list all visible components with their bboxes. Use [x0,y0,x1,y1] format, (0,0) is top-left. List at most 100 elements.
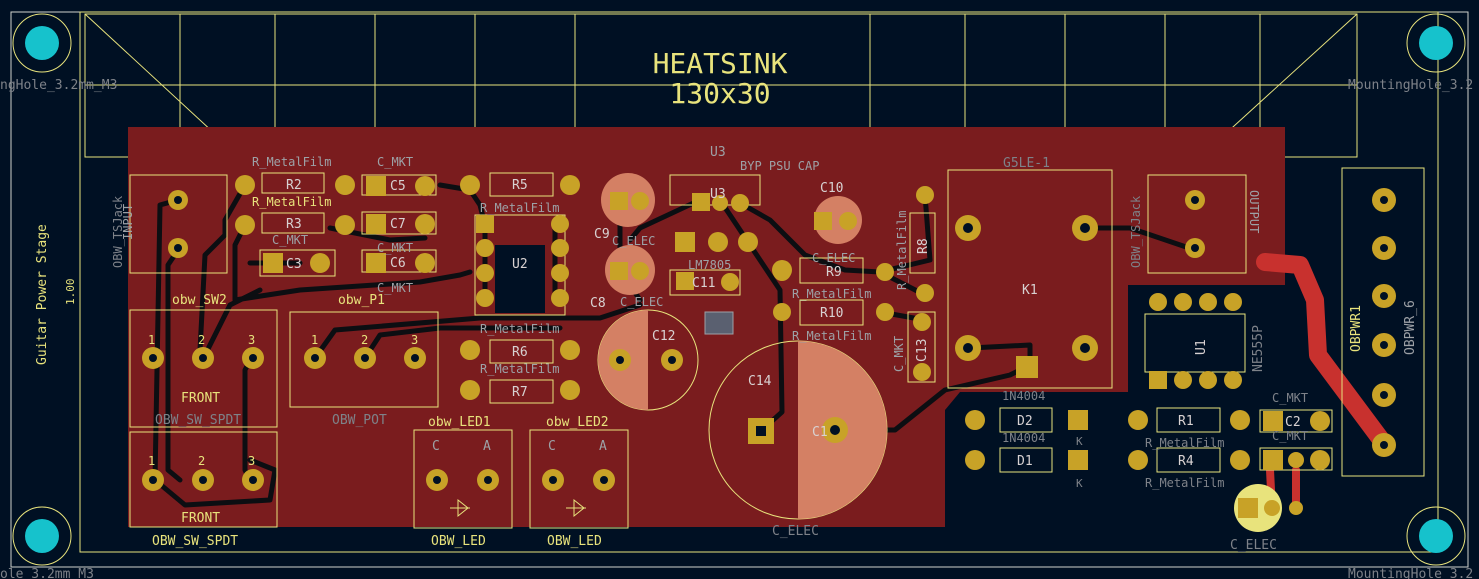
value-c5: C_MKT [377,155,413,169]
ref-d2: D2 [1017,414,1033,429]
value-r7: R_MetalFilm [480,362,559,376]
c8-body [605,245,655,295]
via-square [704,311,734,335]
value-r9: R_MetalFilm [792,287,871,301]
ref-d1: D1 [1017,454,1033,469]
sw1-pin2: 2 [198,454,205,468]
value-led1: OBW_LED [431,534,486,549]
sw1-front-label: FRONT [181,511,220,526]
sw2-pin1: 1 [148,333,155,347]
mh-label-tr: MountingHole_3.2 [1348,78,1473,93]
ref-c13: C13 [915,339,930,362]
value-c14: C_ELEC [772,524,819,539]
ref-c5: C5 [390,179,406,194]
label-output: OUTPUT [1247,190,1261,233]
value-c10: C_ELEC [812,251,855,265]
ref-obw-p1: obw_P1 [338,293,385,308]
mh-label-tl: ngHole_3.2mm_M3 [0,78,117,93]
led2-pin-a: A [599,439,607,454]
value-c11-back: BYP PSU CAP [740,159,819,173]
pot-pin3: 3 [411,333,418,347]
value-c6: C_MKT [377,241,413,255]
value-r4: R_MetalFilm [1145,476,1224,490]
sw2-pin2: 2 [198,333,205,347]
ref-k1: K1 [1022,283,1038,298]
d1-pin-k: K [1076,477,1083,490]
value-pot: OBW_POT [332,413,387,428]
ref-obw-led2: obw_LED2 [546,415,609,430]
ref-c2: C2 [1285,415,1301,430]
heatsink-title: HEATSINK [653,47,788,80]
value-c9: C_ELEC [612,234,655,248]
ref-obw-sw2: obw_SW2 [172,293,227,308]
ref-c12: C12 [652,329,675,344]
ref-r8: R8 [916,238,931,254]
value-output-jack: OBW_TSJack [1129,195,1143,268]
value-r10: R_MetalFilm [792,329,871,343]
pads [142,175,1396,518]
ref-c6: C6 [390,256,406,271]
value-r1: R_MetalFilm [1145,436,1224,450]
ref-r1: R1 [1178,414,1194,429]
value-u1: NE555P [1251,325,1266,372]
value-r6: R_MetalFilm [480,322,559,336]
value-u3: LM7805 [688,258,731,272]
side-version: 1.00 [64,279,77,306]
ref-r9: R9 [826,265,842,280]
ref-c14: C14 [748,374,772,389]
ref-r7: R7 [512,385,528,400]
ref-c8: C8 [590,296,606,311]
ref-r5: R5 [512,178,528,193]
led1-pin-c: C [432,439,440,454]
value-sw1: OBW_SW_SPDT [152,534,238,549]
mh-label-bl: ole_3.2mm_M3 [0,567,94,579]
value-r3: R_MetalFilm [252,195,331,209]
ref-obw-led1: obw_LED1 [428,415,491,430]
mh-label-br: MountingHole_3.2 [1348,567,1473,579]
d2-pin-k: K [1076,435,1083,448]
ref-u2: U2 [512,257,528,272]
u1-outline [1144,313,1246,373]
value-led2: OBW_LED [547,534,602,549]
ref-u1: U1 [1194,339,1209,355]
label-input: INPUT [121,204,135,240]
ref-u3-fab: U3 [710,145,726,160]
pot-pin2: 2 [361,333,368,347]
u2-body [495,245,545,313]
courtyard-outline [79,11,1439,553]
c10-body [814,196,862,244]
ref-r10: R10 [820,306,843,321]
ref-r2: R2 [286,178,302,193]
sw2-pin3: 3 [248,333,255,347]
value-c6b: C_MKT [377,281,413,295]
value-c8: C_ELEC [620,295,663,309]
ref-c11: C11 [692,276,715,291]
heatsink-size: 130x30 [669,77,770,110]
value-c4: C_MKT [1272,429,1308,443]
value-obpwr1: OBPWR_6 [1403,300,1418,355]
sw1-pin3: 3 [248,454,255,468]
tracks [152,182,1198,508]
value-r2: R_MetalFilm [252,155,331,169]
ref-r6: R6 [512,345,528,360]
ref-u3: U3 [710,187,726,202]
value-input-jack: OBW_TSJack [111,195,125,268]
ref-r3: R3 [286,217,302,232]
side-title: Guitar Power Stage [35,224,50,365]
ref-obpwr1: OBPWR1 [1349,305,1364,352]
led1-pin-a: A [483,439,491,454]
ref-c10: C10 [820,181,843,196]
led2-pin-c: C [548,439,556,454]
value-d2: 1N4004 [1002,389,1045,403]
sw2-front-label: FRONT [181,391,220,406]
power-track [1256,253,1394,454]
pot-pin1: 1 [311,333,318,347]
value-c3: C_MKT [272,233,308,247]
ref-c9: C9 [594,227,610,242]
value-c2: C_MKT [1272,391,1308,405]
value-c-small: C_ELEC [1230,538,1277,553]
ref-c3: C3 [286,257,302,272]
value-sw2: OBW_SW_SPDT [155,413,241,428]
